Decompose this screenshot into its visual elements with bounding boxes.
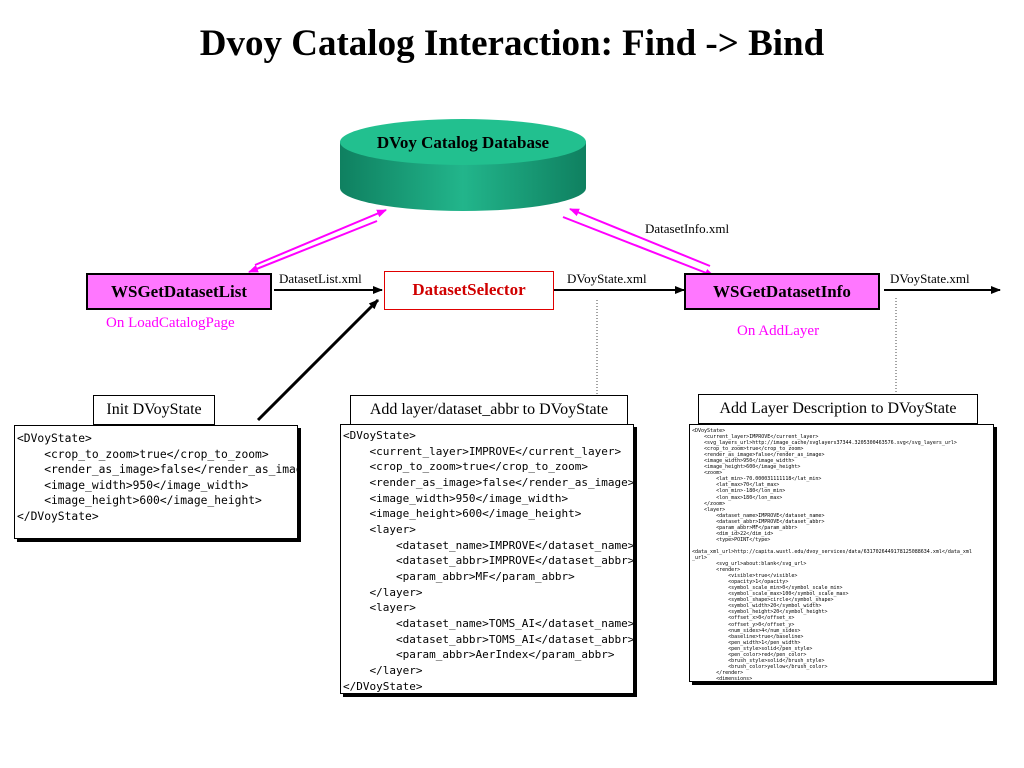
- layer-description-xml: <DVoyState> <current_layer>IMPROVE</curr…: [692, 428, 972, 682]
- init-dvoystate-xml: <DVoyState> <crop_to_zoom>true</crop_to_…: [17, 432, 298, 523]
- datasetselector-node: DatasetSelector: [384, 271, 554, 310]
- datasetinfo-xml-label: DatasetInfo.xml: [645, 221, 730, 236]
- database-to-list-arrow: [248, 220, 378, 273]
- list-to-database-arrow: [254, 209, 387, 266]
- layer-description-xml-panel: <DVoyState> <current_layer>IMPROVE</curr…: [689, 424, 994, 682]
- init-to-selector-arrow: [256, 298, 380, 422]
- page-title: Dvoy Catalog Interaction: Find -> Bind: [199, 23, 825, 64]
- dvoystate-xml-label-2: DVoyState.xml: [890, 271, 970, 286]
- dvoystate-xml-label-1: DVoyState.xml: [567, 271, 647, 286]
- catalog-database-cylinder: DVoy Catalog Database: [340, 119, 586, 211]
- add-layer-xml-panel: <DVoyState> <current_layer>IMPROVE</curr…: [340, 424, 634, 694]
- on-load-catalog-page-label: On LoadCatalogPage: [106, 315, 235, 331]
- wsgetdatasetlist-node: WSGetDatasetList: [86, 273, 272, 310]
- database-label: DVoy Catalog Database: [377, 133, 550, 152]
- init-dvoystate-xml-panel: <DVoyState> <crop_to_zoom>true</crop_to_…: [14, 425, 298, 539]
- database-to-info-arrow: [562, 216, 715, 277]
- add-layer-xml: <DVoyState> <current_layer>IMPROVE</curr…: [343, 429, 634, 693]
- add-layer-header: Add layer/dataset_abbr to DVoyState: [350, 395, 628, 425]
- datasetlist-xml-label: DatasetList.xml: [279, 271, 362, 286]
- wsgetdatasetinfo-node: WSGetDatasetInfo: [684, 273, 880, 310]
- info-to-database-arrow: [569, 208, 711, 267]
- on-add-layer-label: On AddLayer: [737, 323, 820, 339]
- init-dvoystate-header: Init DVoyState: [93, 395, 215, 425]
- add-layer-description-header: Add Layer Description to DVoyState: [698, 394, 978, 424]
